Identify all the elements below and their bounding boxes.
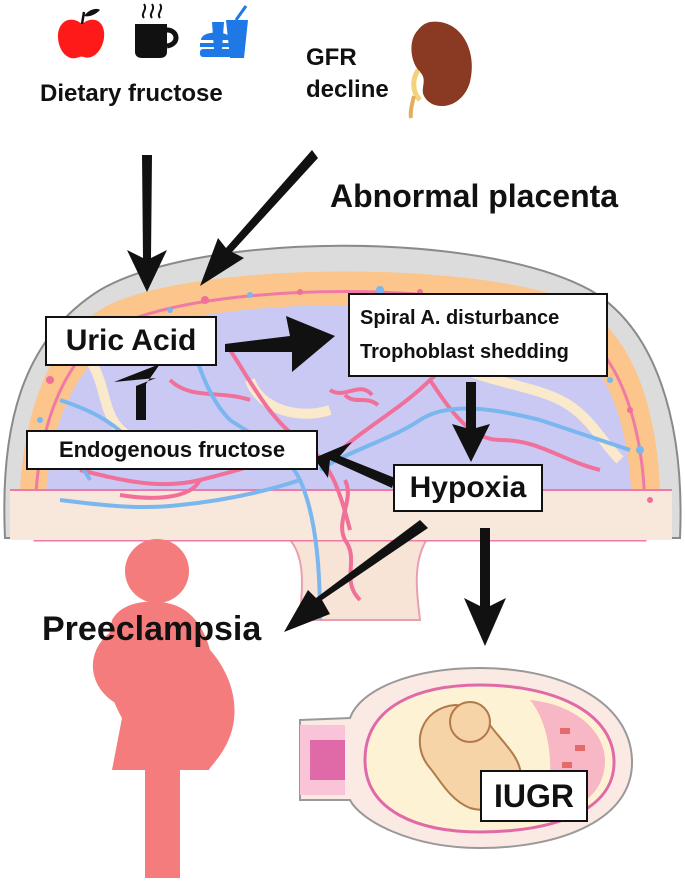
spiral-disturbance-label: Spiral A. disturbance bbox=[360, 307, 560, 329]
arrow-spiral-to-hypoxia bbox=[452, 382, 490, 462]
kidney-icon bbox=[408, 21, 472, 119]
gfr-decline-label: decline bbox=[306, 76, 389, 103]
trophoblast-shedding-label: Trophoblast shedding bbox=[360, 341, 569, 363]
spiral-trophoblast-box: Spiral A. disturbance Trophoblast sheddi… bbox=[348, 293, 608, 377]
apple-icon bbox=[57, 8, 105, 59]
arrow-dietary-to-uric bbox=[127, 155, 167, 292]
arrow-hypoxia-to-endogenous bbox=[314, 442, 395, 488]
arrow-hypoxia-to-iugr bbox=[464, 528, 506, 646]
uric-acid-box: Uric Acid bbox=[45, 316, 217, 366]
arrow-uric-endogenous-bidirectional bbox=[114, 364, 160, 420]
hypoxia-box: Hypoxia bbox=[393, 464, 543, 512]
dietary-fructose-label: Dietary fructose bbox=[40, 80, 223, 107]
gfr-label: GFR bbox=[306, 44, 357, 71]
preeclampsia-label: Preeclampsia bbox=[42, 610, 262, 648]
fast-food-icon bbox=[200, 5, 248, 58]
iugr-box: IUGR bbox=[480, 770, 588, 822]
arrow-gfr-to-uric bbox=[200, 150, 318, 286]
pregnant-woman-icon bbox=[92, 539, 235, 878]
endogenous-fructose-box: Endogenous fructose bbox=[26, 430, 318, 470]
arrow-hypoxia-to-preeclampsia bbox=[284, 520, 428, 632]
coffee-cup-icon bbox=[135, 3, 179, 58]
arrow-uric-to-spiral bbox=[225, 316, 335, 372]
abnormal-placenta-title: Abnormal placenta bbox=[330, 178, 619, 214]
